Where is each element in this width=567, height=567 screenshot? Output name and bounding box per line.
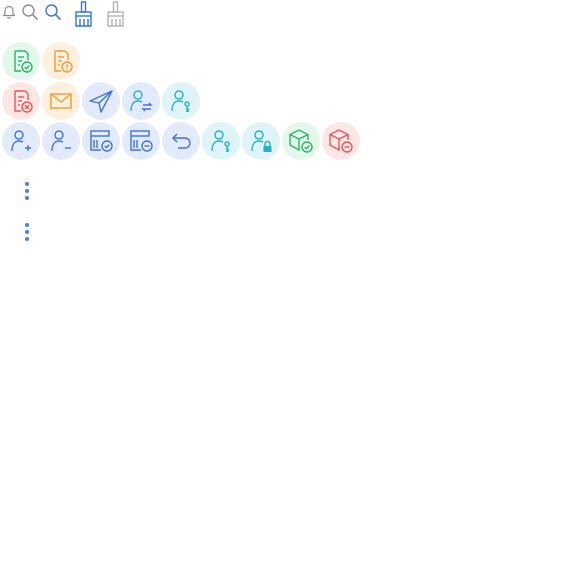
- table-minus-icon[interactable]: [122, 122, 160, 160]
- user-lock-icon[interactable]: [242, 122, 280, 160]
- more-vertical-icon[interactable]: [22, 223, 32, 243]
- user-add-icon[interactable]: [2, 122, 40, 160]
- broom-icon: [107, 1, 124, 27]
- mail-icon[interactable]: [42, 82, 80, 120]
- search-icon[interactable]: [21, 3, 39, 21]
- user-transfer-icon[interactable]: [122, 82, 160, 120]
- table-check-icon[interactable]: [82, 122, 120, 160]
- broom-icon[interactable]: [73, 1, 95, 27]
- box-minus-icon[interactable]: [322, 122, 360, 160]
- more-vertical-icon[interactable]: [22, 182, 32, 202]
- box-check-icon[interactable]: [282, 122, 320, 160]
- user-key-icon[interactable]: [202, 122, 240, 160]
- undo-icon[interactable]: [162, 122, 200, 160]
- send-icon[interactable]: [82, 82, 120, 120]
- document-check-icon[interactable]: [2, 42, 40, 80]
- bell-icon[interactable]: [2, 4, 16, 19]
- user-key-icon[interactable]: [162, 82, 200, 120]
- search-icon[interactable]: [44, 3, 62, 21]
- document-warning-icon[interactable]: [42, 42, 80, 80]
- document-reject-icon[interactable]: [2, 82, 40, 120]
- user-remove-icon[interactable]: [42, 122, 80, 160]
